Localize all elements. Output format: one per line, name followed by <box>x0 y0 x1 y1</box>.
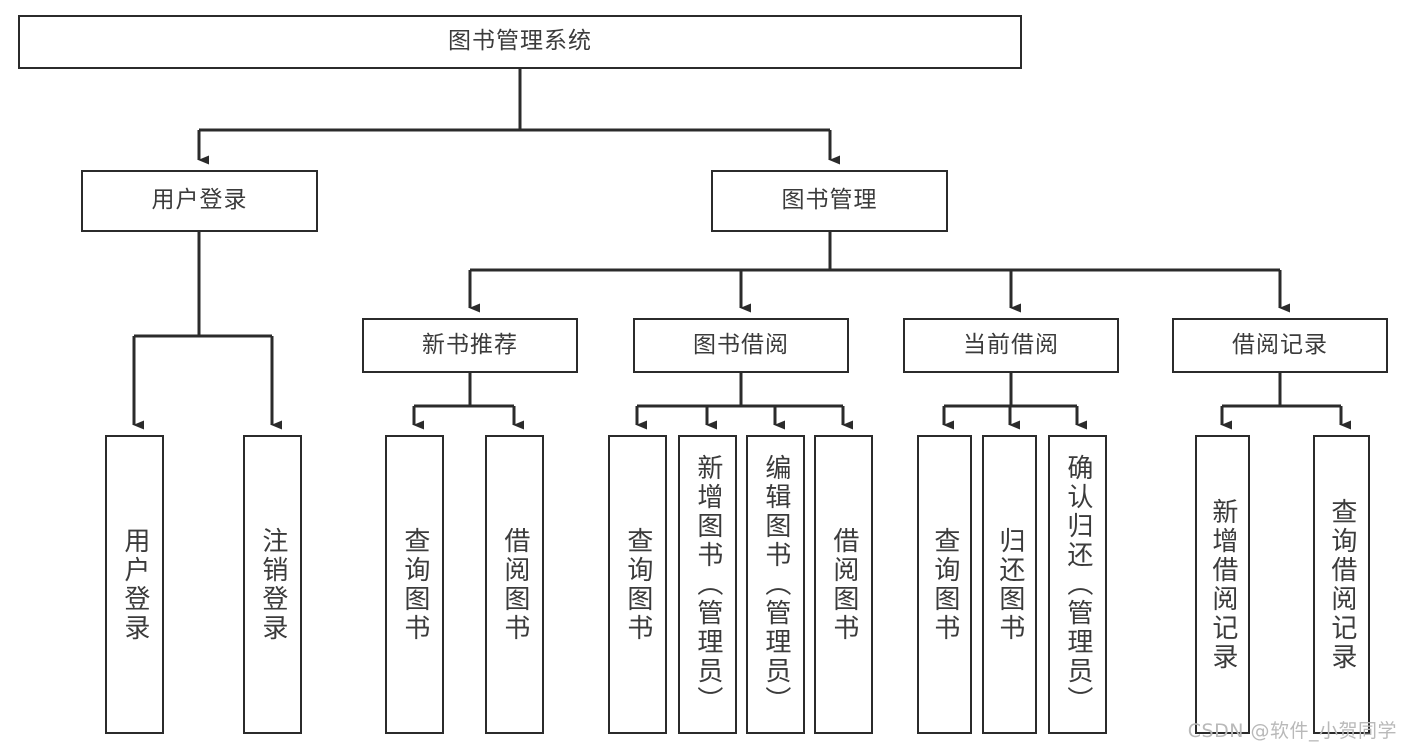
leaf-query-book-current-label: 查询图书 <box>929 526 960 643</box>
leaf-edit-book-admin-label: 编辑图书（管理员） <box>760 454 791 715</box>
node-book-manage[interactable]: 图书管理 <box>711 170 948 232</box>
node-book-manage-label: 图书管理 <box>781 187 878 214</box>
leaf-query-book-borrow-label: 查询图书 <box>622 526 653 643</box>
node-borrow-record-label: 借阅记录 <box>1232 331 1328 358</box>
leaf-borrow-book-recommend-label: 借阅图书 <box>499 526 530 643</box>
leaf-borrow-book-recommend[interactable]: 借阅图书 <box>485 435 544 734</box>
node-book-borrow[interactable]: 图书借阅 <box>633 318 849 373</box>
node-borrow-record[interactable]: 借阅记录 <box>1172 318 1388 373</box>
leaf-confirm-return-admin[interactable]: 确认归还（管理员） <box>1048 435 1107 734</box>
leaf-borrow-book[interactable]: 借阅图书 <box>814 435 873 734</box>
leaf-query-borrow-record-label: 查询借阅记录 <box>1326 497 1357 672</box>
node-new-book-recommend-label: 新书推荐 <box>422 331 518 358</box>
node-root-label: 图书管理系统 <box>448 28 592 55</box>
leaf-user-login-label: 用户登录 <box>119 526 150 643</box>
leaf-return-book-label: 归还图书 <box>994 526 1025 643</box>
leaf-add-borrow-record[interactable]: 新增借阅记录 <box>1195 435 1250 734</box>
leaf-query-book-current[interactable]: 查询图书 <box>917 435 972 734</box>
leaf-query-book-recommend[interactable]: 查询图书 <box>385 435 444 734</box>
leaf-borrow-book-label: 借阅图书 <box>828 526 859 643</box>
leaf-edit-book-admin[interactable]: 编辑图书（管理员） <box>746 435 805 734</box>
leaf-return-book[interactable]: 归还图书 <box>982 435 1037 734</box>
leaf-query-borrow-record[interactable]: 查询借阅记录 <box>1313 435 1370 734</box>
node-new-book-recommend[interactable]: 新书推荐 <box>362 318 578 373</box>
leaf-query-book-borrow[interactable]: 查询图书 <box>608 435 667 734</box>
node-book-borrow-label: 图书借阅 <box>693 331 789 358</box>
node-user-login[interactable]: 用户登录 <box>81 170 318 232</box>
leaf-logout[interactable]: 注销登录 <box>243 435 302 734</box>
node-current-borrow-label: 当前借阅 <box>963 331 1059 358</box>
leaf-add-book-admin-label: 新增图书（管理员） <box>692 454 723 715</box>
leaf-query-book-recommend-label: 查询图书 <box>399 526 430 643</box>
leaf-confirm-return-admin-label: 确认归还（管理员） <box>1062 454 1093 715</box>
node-user-login-label: 用户登录 <box>151 187 248 214</box>
node-root[interactable]: 图书管理系统 <box>18 15 1022 69</box>
leaf-logout-label: 注销登录 <box>257 526 288 643</box>
leaf-add-book-admin[interactable]: 新增图书（管理员） <box>678 435 737 734</box>
csdn-watermark: CSDN @软件_小贺同学 <box>1187 720 1397 742</box>
leaf-add-borrow-record-label: 新增借阅记录 <box>1207 497 1238 672</box>
node-current-borrow[interactable]: 当前借阅 <box>903 318 1119 373</box>
leaf-user-login[interactable]: 用户登录 <box>105 435 164 734</box>
